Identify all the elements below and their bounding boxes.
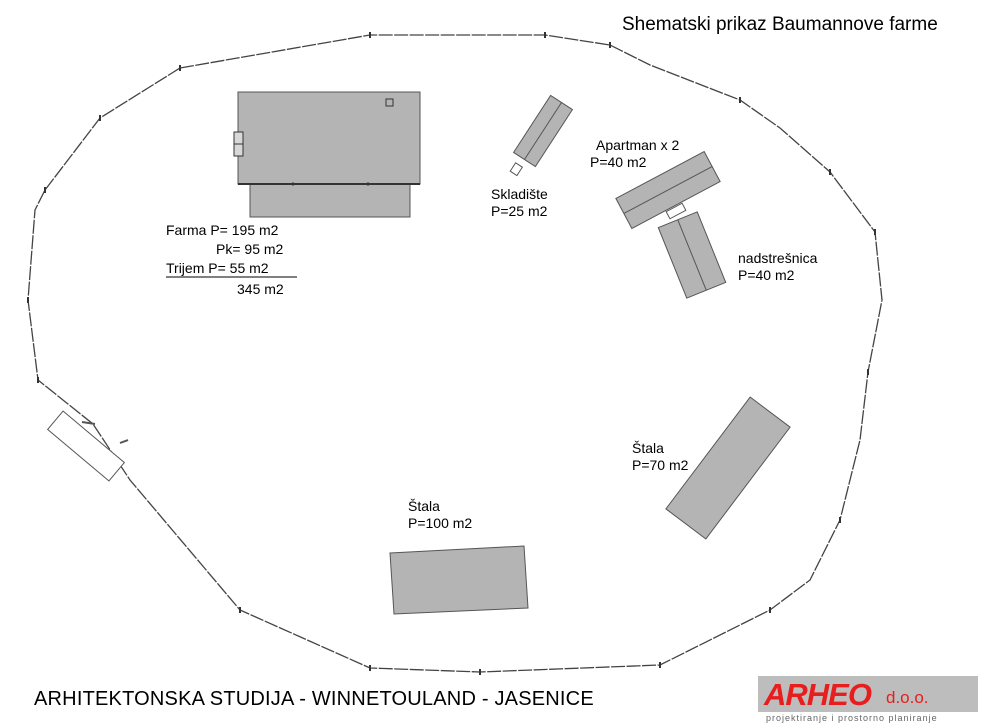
canopy-label: nadstrešnica P=40 m2 xyxy=(738,250,817,284)
company-logo: ARHEO d.o.o. projektiranje i prostorno p… xyxy=(758,674,978,725)
entrance-gate xyxy=(46,410,129,482)
page-title: Shematski prikaz Baumannove farme xyxy=(622,14,938,35)
farm-area-line: Trijem P= 55 m2 xyxy=(166,260,269,276)
building-area: P=25 m2 xyxy=(491,203,548,219)
footer-title: ARHITEKTONSKA STUDIJA - WINNETOULAND - J… xyxy=(34,688,594,710)
apartment-building xyxy=(615,150,721,230)
barn-south-label: Štala P=100 m2 xyxy=(408,498,472,532)
farm-area-total: 345 m2 xyxy=(237,281,284,297)
storage-label: Skladište P=25 m2 xyxy=(491,186,548,220)
storage-building xyxy=(509,94,574,177)
logo-bar xyxy=(758,676,978,712)
building-name: Apartman x 2 xyxy=(596,137,680,153)
barn-east xyxy=(665,396,791,540)
building-name: Štala xyxy=(408,498,440,514)
logo-tagline: projektiranje i prostorno planiranje xyxy=(766,713,938,723)
building-area: P=100 m2 xyxy=(408,515,473,531)
logo-mark: ARHEO xyxy=(764,677,872,712)
farm-area-line: Pk= 95 m2 xyxy=(216,241,284,257)
building-name: Skladište xyxy=(491,186,548,202)
apartment-label: Apartman x 2 P=40 m2 xyxy=(590,137,679,171)
fence-boundary xyxy=(27,34,883,673)
farm-area-line: Farma P= 195 m2 xyxy=(166,222,279,238)
building-area: P=40 m2 xyxy=(738,267,795,283)
barn-east-label: Štala P=70 m2 xyxy=(632,440,688,474)
building-name: nadstrešnica xyxy=(738,250,818,266)
barn-south xyxy=(389,545,529,615)
logo-suffix: d.o.o. xyxy=(886,688,929,707)
canopy-structure xyxy=(657,211,727,299)
fence-posts xyxy=(27,32,876,675)
building-area: P=40 m2 xyxy=(590,154,647,170)
building-name: Štala xyxy=(632,440,664,456)
farm-house xyxy=(233,91,421,218)
building-area: P=70 m2 xyxy=(632,457,689,473)
